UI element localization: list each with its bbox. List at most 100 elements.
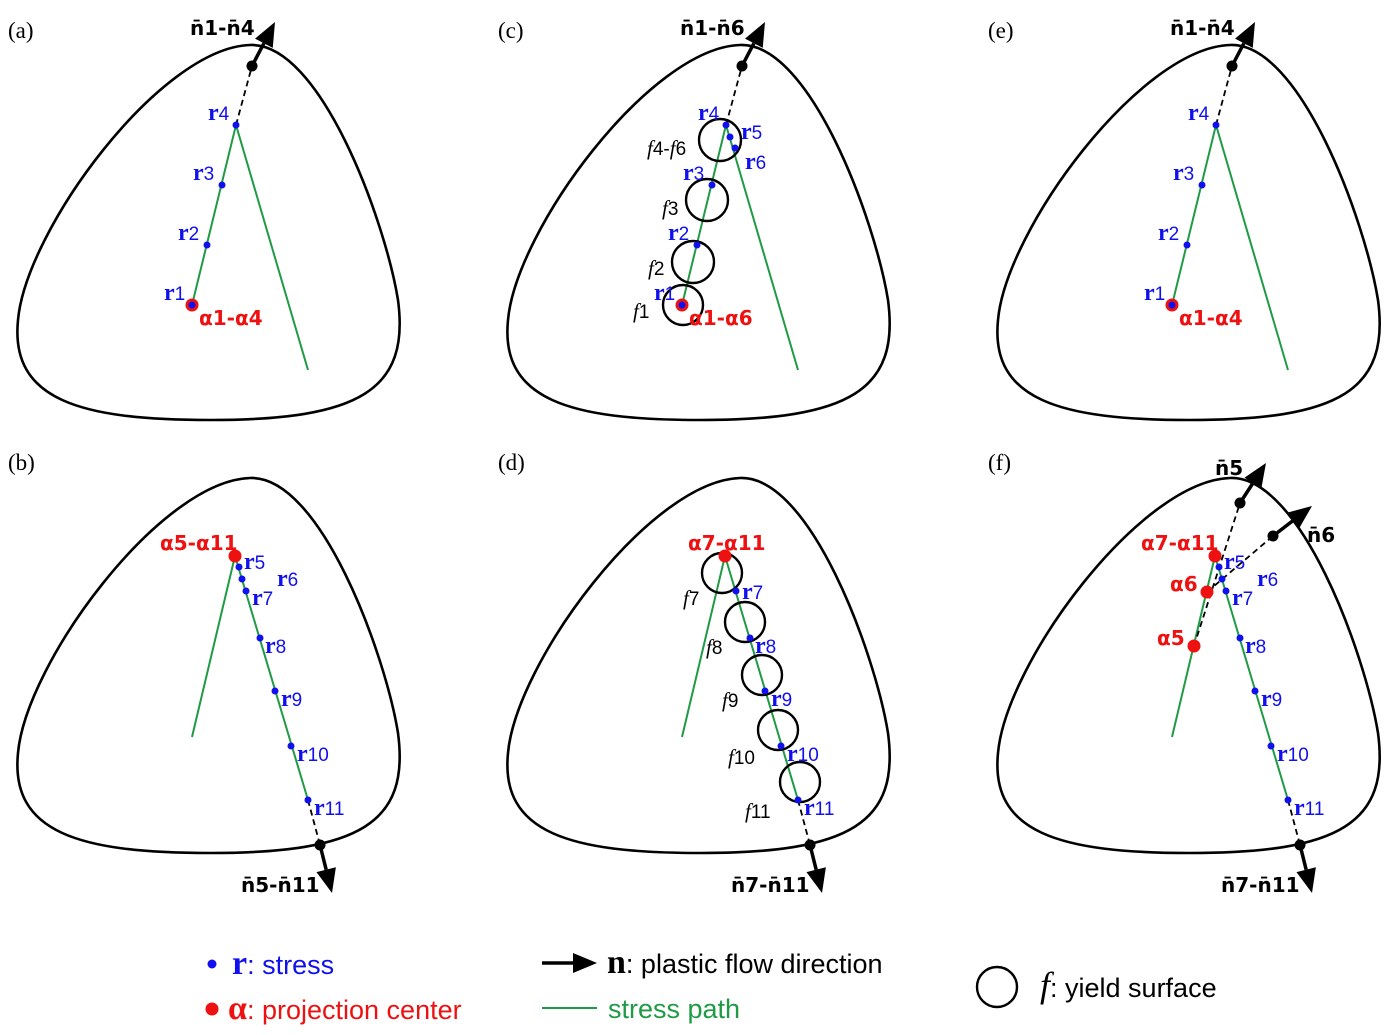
stress-label: r7 (742, 579, 763, 605)
plastic-flow-arrow (250, 22, 275, 67)
stress-point (242, 587, 250, 595)
yield-surface-circle (661, 283, 705, 327)
stress-point (746, 634, 754, 642)
plastic-flow-arrow (806, 844, 826, 893)
legend-stress: r: stress (232, 945, 334, 982)
stress-label: r8 (755, 633, 776, 659)
projection-center-label: α1-α4 (1179, 306, 1243, 330)
normal-label: n̄5-n̄11 (241, 873, 320, 897)
yield-label: f8 (706, 635, 722, 659)
stress-point (761, 687, 769, 695)
stress-point (708, 181, 716, 189)
normal-label: n̄7-n̄11 (731, 873, 810, 897)
arrow-shaft (250, 42, 266, 67)
legend-symbol: n (607, 944, 626, 981)
legend-symbol: r (232, 945, 247, 982)
stress-point (693, 241, 701, 249)
stress-point (1212, 121, 1220, 129)
projection-center-point (228, 549, 242, 563)
normal-projection-dashed-line (1215, 65, 1233, 126)
stress-point (271, 687, 279, 695)
yield-surface-circle (697, 117, 743, 163)
yield-surface-outline (996, 43, 1381, 422)
stress-label: r5 (244, 549, 265, 575)
stress-label: r2 (178, 220, 199, 246)
stress-label: r7 (1232, 585, 1253, 611)
normal-label: n̄7-n̄11 (1221, 873, 1300, 897)
plastic-flow-arrow (1296, 844, 1316, 893)
normal-label: n̄1-n̄6 (680, 16, 745, 40)
projection-center-point (718, 549, 732, 563)
legend-stress-path: stress path (608, 994, 740, 1024)
stress-label: r9 (1261, 686, 1282, 712)
stress-path-line (191, 552, 309, 801)
panel-label: (b) (8, 450, 35, 475)
yield-surface-outline (506, 43, 891, 422)
normal-label: n̄5 (1215, 456, 1243, 480)
panel-label: (e) (988, 18, 1014, 43)
legend-yield-surface: f: yield surface (1040, 965, 1217, 1005)
yield-label: f3 (662, 196, 678, 220)
arrow-head (255, 22, 275, 48)
stress-point (1215, 563, 1223, 571)
yield-surface-circle (670, 239, 716, 285)
arrow-shaft (740, 42, 756, 67)
legend-stress-dot (207, 959, 217, 969)
arrow-head (573, 953, 597, 973)
stress-point (188, 301, 196, 309)
arrow-shaft (1230, 42, 1246, 67)
yield-label: f4-f6 (647, 136, 686, 160)
stress-label: r7 (252, 585, 273, 611)
projection-center-label: α1-α6 (689, 306, 753, 330)
stress-point (794, 796, 802, 804)
stress-label: r3 (683, 160, 704, 186)
yield-label: f1 (633, 299, 649, 323)
stress-point (1168, 301, 1176, 309)
normal-projection-dashed-line (725, 65, 743, 126)
arrow-shaft (1238, 482, 1255, 504)
yield-surface-circle (740, 653, 784, 697)
yield-surface-outline (16, 43, 401, 422)
stress-label: r11 (314, 795, 344, 821)
stress-point (218, 181, 226, 189)
legend-yield-circle-icon (975, 965, 1019, 1009)
panel-label: (a) (8, 18, 34, 43)
stress-point (1198, 181, 1206, 189)
stress-label: r8 (1245, 633, 1266, 659)
arrow-head (806, 867, 826, 893)
normal-projection-dashed-line (797, 799, 811, 846)
stress-label: r6 (745, 149, 766, 175)
stress-point (203, 241, 211, 249)
legend-center-dot (205, 1002, 219, 1016)
projection-center-label: α5 (1157, 626, 1185, 650)
legend-plastic-flow: n: plastic flow direction (607, 944, 883, 981)
plastic-flow-arrow (316, 844, 336, 893)
stress-point (1284, 796, 1292, 804)
stress-point (256, 634, 264, 642)
stress-label: r6 (277, 566, 298, 592)
stress-point (238, 575, 246, 583)
legend-text: : stress (247, 950, 334, 980)
arrow-shaft (1298, 844, 1308, 871)
normal-projection-dashed-line (1206, 535, 1274, 593)
normal-label: n̄1-n̄4 (190, 16, 255, 40)
normal-projection-dashed-line (307, 799, 321, 846)
yield-surface-circle (723, 600, 767, 644)
stress-point (1222, 587, 1230, 595)
stress-point (287, 742, 295, 750)
plastic-flow-arrow (1238, 463, 1266, 504)
arrow-head (745, 22, 765, 48)
stress-point (235, 563, 243, 571)
stress-point (732, 587, 740, 595)
stress-label: r5 (741, 119, 762, 145)
stress-point (232, 121, 240, 129)
legend-symbol: α (228, 990, 247, 1027)
stress-label: r4 (698, 100, 720, 126)
panel-label: (f) (988, 450, 1011, 475)
stress-label: r5 (1224, 549, 1245, 575)
legend-arrow-icon (542, 953, 597, 973)
stress-label: r1 (164, 280, 185, 306)
stress-point (726, 133, 734, 141)
stress-point (1267, 742, 1275, 750)
